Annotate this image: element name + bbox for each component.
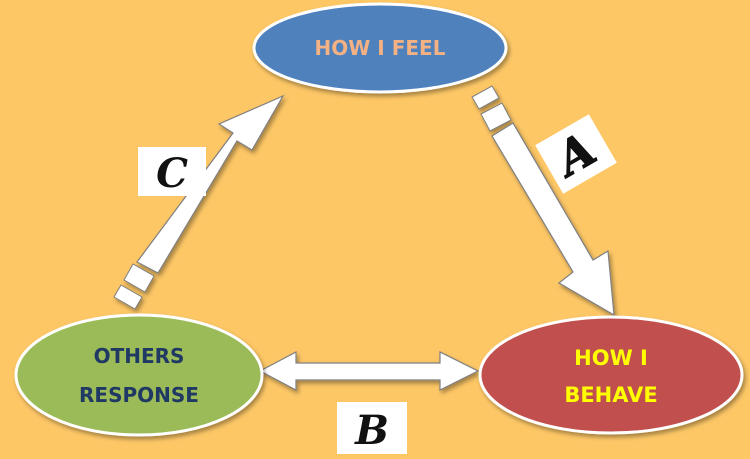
arrow-c-dash-2 — [123, 263, 155, 293]
arrow-a-dash-1 — [471, 85, 500, 110]
label-c-text: C — [156, 150, 188, 197]
others-label-line2: RESPONSE — [79, 383, 199, 407]
behave-ellipse — [478, 315, 744, 435]
behave-label-line1: HOW I — [574, 346, 648, 370]
node-how-i-feel: HOW I FEEL — [252, 2, 508, 94]
label-a-background — [535, 114, 617, 194]
label-b-text: B — [354, 407, 389, 454]
label-c-background — [138, 147, 206, 196]
others-ellipse — [14, 313, 264, 437]
arrow-a-body — [491, 122, 615, 317]
arrow-c-body — [136, 94, 285, 274]
arrow-c-dash-1 — [113, 284, 143, 310]
feel-label: HOW I FEEL — [315, 36, 446, 60]
others-label-line1: OTHERS — [94, 344, 185, 368]
label-b-box: B — [337, 402, 407, 454]
arrow-b-double — [258, 351, 480, 391]
behave-label-line2: BEHAVE — [564, 383, 657, 407]
feel-ellipse — [252, 2, 508, 94]
arrow-b-body — [258, 351, 480, 391]
arrow-c-others-to-feel — [113, 94, 285, 310]
arrow-a-feel-to-behave — [471, 85, 615, 317]
arrow-a-dash-2 — [480, 102, 512, 132]
label-b-background — [337, 402, 407, 454]
node-others-response: OTHERS RESPONSE — [14, 313, 264, 437]
label-c-box: C — [138, 147, 206, 197]
node-how-i-behave: HOW I BEHAVE — [478, 315, 744, 435]
